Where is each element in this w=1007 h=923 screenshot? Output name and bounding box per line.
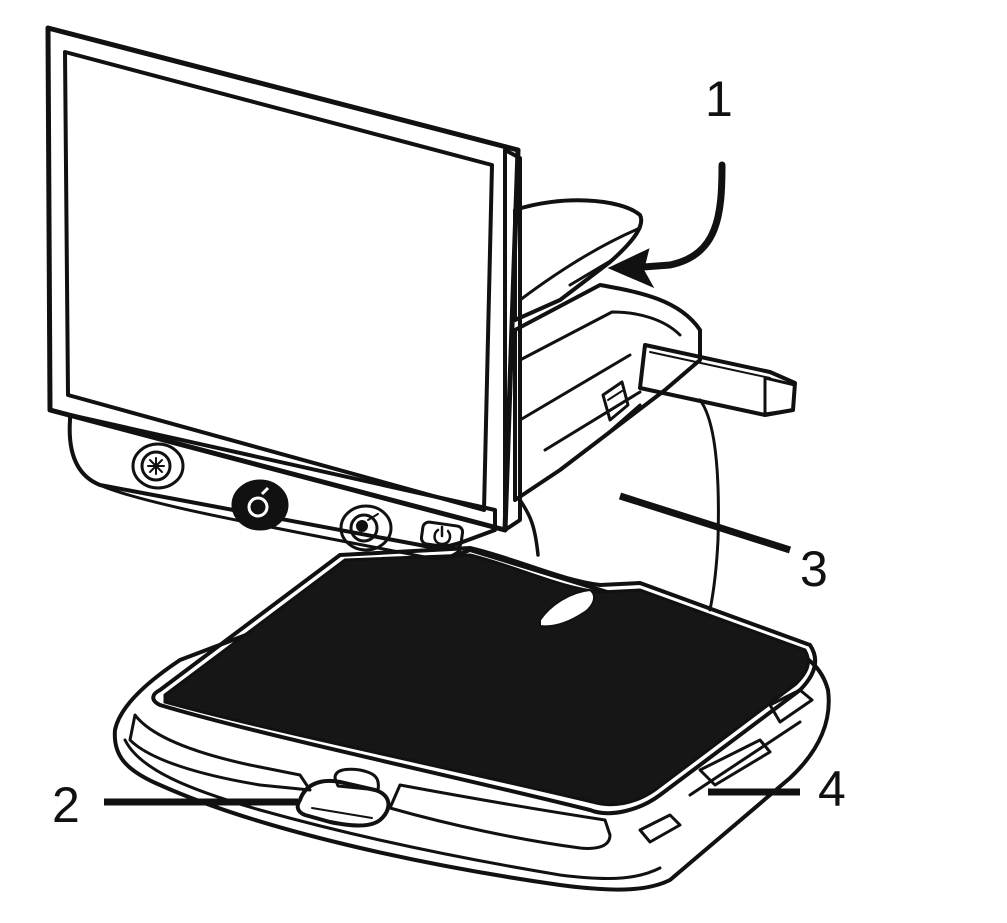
callout-3: 3 bbox=[800, 541, 828, 597]
mode-knob-icon[interactable] bbox=[231, 479, 289, 531]
callout-3-leader bbox=[618, 492, 792, 554]
monitor bbox=[45, 25, 522, 533]
control-bar bbox=[67, 413, 497, 560]
callout-4: 4 bbox=[818, 761, 846, 817]
monitor-screen bbox=[63, 50, 494, 512]
tray-side-rail bbox=[768, 688, 814, 724]
tray-surface bbox=[163, 553, 810, 807]
callout-2: 2 bbox=[52, 777, 80, 833]
callout-1-pointer bbox=[607, 161, 726, 289]
brake-handle bbox=[295, 779, 391, 828]
power-button-icon[interactable] bbox=[419, 520, 465, 550]
base-tray bbox=[112, 546, 831, 892]
focus-knob-icon[interactable] bbox=[339, 504, 393, 552]
zoom-knob-icon[interactable] bbox=[131, 442, 185, 490]
camera-arm bbox=[513, 198, 702, 557]
callout-1: 1 bbox=[705, 71, 733, 127]
usb-plug bbox=[638, 343, 797, 612]
